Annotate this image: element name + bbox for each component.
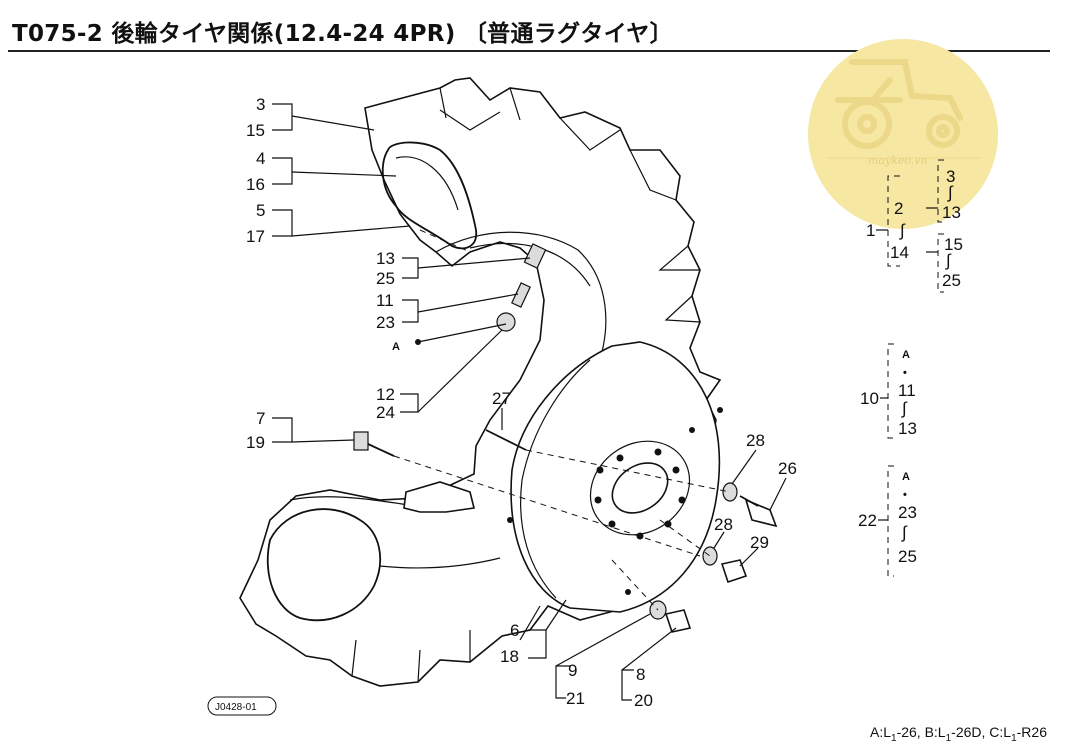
callout-28-upper: 28 bbox=[746, 431, 765, 450]
callout-20: 20 bbox=[634, 691, 653, 710]
callout-23: 23 bbox=[376, 313, 395, 332]
legend-10-mid: 11 bbox=[898, 381, 916, 400]
footnote-part: 1 bbox=[1011, 733, 1017, 744]
callout-28-lower: 28 bbox=[714, 515, 733, 534]
page-title: T075-2 後輪タイヤ関係(12.4-24 4PR) 〔普通ラグタイヤ〕 bbox=[12, 21, 673, 47]
stud-bolt bbox=[485, 429, 527, 451]
inner-tube-lower bbox=[266, 508, 382, 622]
callout-A: A bbox=[392, 341, 400, 353]
legend-22-main: 22 bbox=[858, 511, 877, 530]
callout-7: 7 bbox=[256, 409, 265, 428]
callout-19: 19 bbox=[246, 433, 265, 452]
callout-27: 27 bbox=[492, 389, 511, 408]
legend-2-top: 3 bbox=[946, 167, 955, 186]
legend-10-bottom: 13 bbox=[898, 419, 917, 438]
range-legend: 2 ∫ 14 1 3 ∫ 13 15 ∫ 25 A • 11 ∫ 13 10 A… bbox=[858, 159, 963, 577]
model-footnote: A:L1-26, B:L1-26D, C:L1-R26 bbox=[870, 724, 1047, 744]
callout-labels: 3 15 4 16 5 17 13 25 11 23 A 12 24 7 19 … bbox=[246, 95, 797, 710]
legend-22-bottom: 25 bbox=[898, 547, 917, 566]
callout-9: 9 bbox=[568, 661, 577, 680]
footnote-part: 1 bbox=[891, 733, 897, 744]
legend-22-a: A bbox=[902, 471, 910, 483]
legend-10-main: 10 bbox=[860, 389, 879, 408]
valve-assembly bbox=[496, 243, 547, 332]
legend-22-dot: • bbox=[903, 489, 907, 501]
legend-3-tilde: ∫ bbox=[945, 251, 952, 270]
legend-22-mid: 23 bbox=[898, 503, 917, 522]
callout-11: 11 bbox=[376, 291, 394, 310]
wheel-disc bbox=[510, 341, 721, 613]
inner-tube-upper bbox=[381, 141, 478, 250]
legend-2-tilde: ∫ bbox=[947, 183, 954, 202]
callout-21: 21 bbox=[566, 689, 585, 708]
callout-6: 6 bbox=[510, 621, 519, 640]
legend-1-bottom: 14 bbox=[890, 243, 909, 262]
footnote-part: A:L bbox=[869, 724, 891, 741]
stamp-text: J0428-01 bbox=[215, 702, 257, 713]
callout-5: 5 bbox=[256, 201, 265, 220]
legend-1-top: 2 bbox=[894, 199, 903, 218]
legend-10-tilde: ∫ bbox=[901, 399, 908, 418]
callout-15: 15 bbox=[246, 121, 265, 140]
legend-2-bottom: 13 bbox=[942, 203, 961, 222]
callout-3: 3 bbox=[256, 95, 265, 114]
legend-3-top: 15 bbox=[944, 235, 963, 254]
callout-4: 4 bbox=[256, 149, 265, 168]
watermark-logo: maykeo.vn bbox=[808, 39, 998, 229]
callout-29: 29 bbox=[750, 533, 769, 552]
footnote-part: -26, B:L bbox=[896, 724, 946, 741]
callout-13: 13 bbox=[376, 249, 395, 268]
callout-17: 17 bbox=[246, 227, 265, 246]
callout-24: 24 bbox=[376, 403, 395, 422]
valve-bolt bbox=[353, 431, 395, 457]
wheel-rim bbox=[507, 341, 723, 613]
legend-1-main: 1 bbox=[866, 221, 875, 240]
mounting-bracket bbox=[403, 481, 475, 513]
legend-22-tilde: ∫ bbox=[901, 523, 908, 542]
callout-8: 8 bbox=[636, 665, 645, 684]
legend-1-tilde: ∫ bbox=[899, 221, 906, 240]
callout-26: 26 bbox=[778, 459, 797, 478]
watermark-text: maykeo.vn bbox=[868, 154, 928, 167]
footnote-part: -26D, C:L bbox=[951, 724, 1012, 741]
footnote-part: -R26 bbox=[1016, 724, 1047, 741]
legend-10-dot: • bbox=[903, 367, 907, 379]
callout-leaders bbox=[272, 103, 787, 701]
footnote-part: 1 bbox=[945, 733, 952, 744]
callout-12: 12 bbox=[376, 385, 395, 404]
callout-18: 18 bbox=[500, 647, 519, 666]
callout-16: 16 bbox=[246, 175, 265, 194]
legend-10-a: A bbox=[902, 349, 910, 361]
title-underline bbox=[8, 50, 1050, 52]
drawing-number-stamp: J0428-01 bbox=[207, 696, 277, 716]
callout-25: 25 bbox=[376, 269, 395, 288]
legend-3-bottom: 25 bbox=[942, 271, 961, 290]
